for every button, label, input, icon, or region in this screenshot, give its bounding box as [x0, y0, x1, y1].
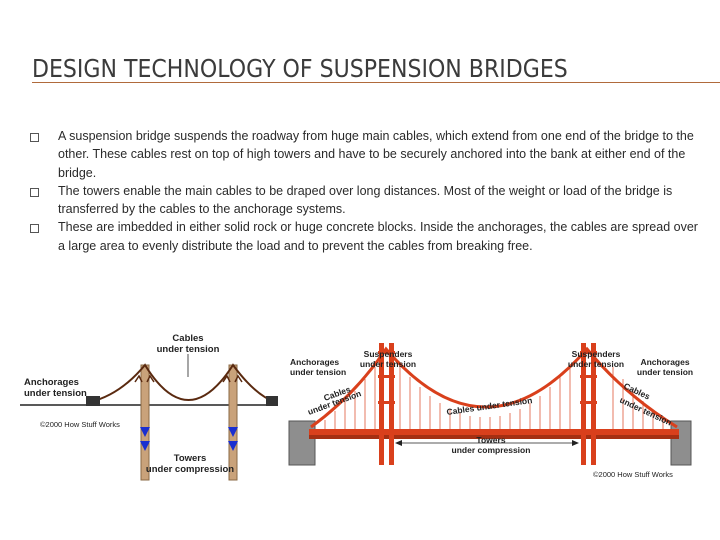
anchorages-left-line2: under tension [290, 367, 346, 377]
arrowhead-left-icon [395, 440, 402, 446]
anchorages-label-line2: under tension [24, 388, 87, 399]
towers-label-line2: under compression [452, 445, 531, 455]
anchor-block-left [86, 396, 100, 406]
tower-left [140, 364, 150, 481]
bullet-item: A suspension bridge suspends the roadway… [30, 127, 702, 182]
title-divider [32, 82, 720, 83]
anchorages-left-line1: Anchorages [290, 357, 339, 367]
compression-arrows [140, 427, 238, 451]
suspenders-right-line1: Suspenders [572, 349, 621, 359]
suspenders [324, 365, 664, 429]
copyright-right: ©2000 How Stuff Works [593, 470, 673, 479]
suspenders-right-line2: under tension [568, 359, 624, 369]
arrowhead-right-icon [572, 440, 579, 446]
bullet-box-icon [30, 133, 39, 142]
bullet-text: A suspension bridge suspends the roadway… [58, 129, 694, 180]
towers-label-line1: Towers [174, 453, 207, 464]
bullet-text: These are imbedded in either solid rock … [58, 220, 698, 253]
bullet-text: The towers enable the main cables to be … [58, 183, 673, 217]
bullet-box-icon [30, 187, 39, 197]
anchorages-right-line1: Anchorages [640, 357, 689, 367]
tower-right [580, 343, 597, 465]
main-cable [89, 363, 276, 403]
bullet-item: These are imbedded in either solid rock … [30, 218, 702, 255]
suspenders-left-line1: Suspenders [364, 349, 413, 359]
anchor-block-right [266, 396, 278, 406]
anchorage-block-left [288, 420, 316, 466]
suspenders-left-line2: under tension [360, 359, 416, 369]
towers-label-line2: under compression [146, 464, 234, 475]
tension-arrows [134, 374, 243, 383]
copyright-left: ©2000 How Stuff Works [40, 420, 120, 429]
right-bridge-diagram: Anchorages under tension Suspenders unde… [288, 343, 693, 479]
anchorages-label-line1: Anchorages [24, 377, 79, 388]
main-cable [310, 346, 678, 429]
left-force-diagram: Cables under tension Anchorages under te… [20, 333, 278, 481]
bridge-deck [309, 429, 679, 435]
bullet-list: A suspension bridge suspends the roadway… [30, 127, 702, 255]
anchorages-right-line2: under tension [637, 367, 693, 377]
bullet-box-icon [30, 224, 39, 234]
bullet-item: The towers enable the main cables to be … [30, 182, 702, 219]
towers-label-line1: Towers [476, 435, 505, 445]
cables-label-line2: under tension [157, 344, 220, 355]
slide-title: DESIGN TECHNOLOGY OF SUSPENSION BRIDGES [32, 54, 568, 83]
bridge-truss [309, 435, 679, 439]
anchorage-block-right [670, 420, 692, 466]
tower-right [228, 364, 238, 481]
cables-label-line1: Cables [172, 333, 203, 344]
tower-left [378, 343, 395, 465]
